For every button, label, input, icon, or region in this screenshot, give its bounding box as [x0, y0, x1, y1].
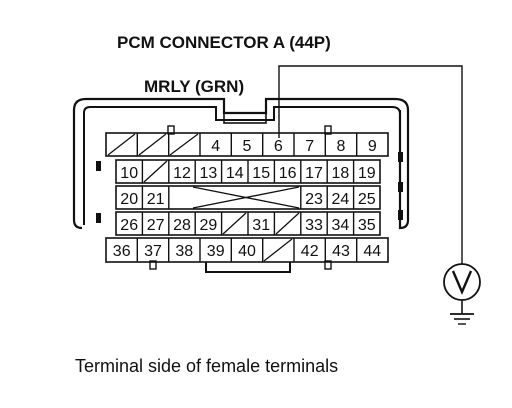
- unused-slot-mark: [107, 133, 136, 156]
- unused-slot-mark: [222, 212, 247, 235]
- terminal-row-5: 36 37 38 39 40 42 43 44: [105, 237, 389, 263]
- terminal-33: 33: [305, 217, 323, 234]
- terminal-4: 4: [211, 138, 220, 155]
- terminal-13: 13: [200, 165, 218, 182]
- terminal-grid: 4 5 6 7 8 9 10 12 13 14 15 16 17: [105, 132, 389, 263]
- terminal-42: 42: [301, 243, 319, 260]
- voltmeter: [443, 263, 481, 314]
- terminal-19: 19: [358, 165, 376, 182]
- blocked-cavity-cross: [192, 186, 300, 209]
- terminal-34: 34: [332, 217, 350, 234]
- terminal-44: 44: [363, 243, 381, 260]
- terminal-23: 23: [305, 191, 323, 208]
- terminal-18: 18: [332, 165, 350, 182]
- terminal-7: 7: [305, 138, 314, 155]
- wire-label: MRLY (GRN): [144, 77, 244, 96]
- connector-title: PCM CONNECTOR A (44P): [117, 33, 331, 52]
- terminal-10: 10: [120, 165, 138, 182]
- unused-slot-mark: [143, 160, 168, 183]
- terminal-40: 40: [238, 243, 256, 260]
- unused-slot-mark: [275, 212, 300, 235]
- voltmeter-v-symbol: [451, 270, 473, 296]
- terminal-12: 12: [173, 165, 191, 182]
- terminal-6: 6: [274, 138, 283, 155]
- terminal-43: 43: [332, 243, 350, 260]
- terminal-15: 15: [252, 165, 270, 182]
- terminal-26: 26: [120, 217, 138, 234]
- terminal-17: 17: [305, 165, 323, 182]
- unused-slot-mark: [263, 238, 293, 262]
- terminal-38: 38: [175, 243, 193, 260]
- connector-housing: [72, 97, 410, 273]
- unused-slot-mark: [138, 133, 167, 156]
- unused-slot-mark: [169, 133, 199, 156]
- terminal-row-1: 4 5 6 7 8 9: [105, 132, 389, 157]
- terminal-5: 5: [243, 138, 252, 155]
- terminal-16: 16: [279, 165, 297, 182]
- terminal-28: 28: [173, 217, 191, 234]
- terminal-27: 27: [147, 217, 165, 234]
- terminal-37: 37: [144, 243, 162, 260]
- terminal-row-2: 10 12 13 14 15 16 17 18 19: [115, 159, 381, 184]
- terminal-35: 35: [358, 217, 376, 234]
- terminal-24: 24: [332, 191, 350, 208]
- terminal-14: 14: [226, 165, 244, 182]
- terminal-25: 25: [358, 191, 376, 208]
- terminal-9: 9: [368, 138, 377, 155]
- terminal-29: 29: [200, 217, 218, 234]
- terminal-8: 8: [337, 138, 346, 155]
- terminal-36: 36: [113, 243, 131, 260]
- terminal-31: 31: [252, 217, 270, 234]
- probe-wire: [278, 65, 463, 264]
- terminal-row-4: 26 27 28 29 31 33 34 35: [115, 211, 381, 236]
- terminal-21: 21: [147, 191, 165, 208]
- terminal-row-3: 20 21 23 24 25: [115, 185, 381, 210]
- caption: Terminal side of female terminals: [75, 356, 338, 376]
- terminal-20: 20: [120, 191, 138, 208]
- terminal-39: 39: [207, 243, 225, 260]
- ground-icon: [450, 313, 474, 325]
